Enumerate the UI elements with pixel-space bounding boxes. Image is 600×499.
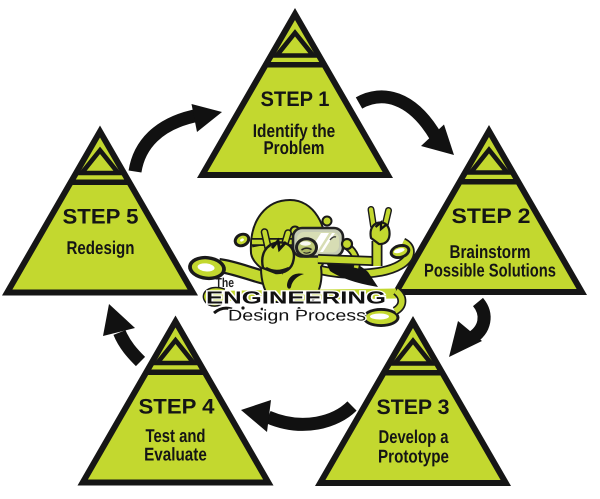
svg-text:STEP 3: STEP 3 <box>377 396 450 419</box>
svg-text:STEP 2: STEP 2 <box>452 205 531 228</box>
svg-text:Evaluate: Evaluate <box>144 444 207 465</box>
svg-text:ENGINEERING: ENGINEERING <box>206 288 386 308</box>
svg-text:Possible Solutions: Possible Solutions <box>424 260 556 281</box>
svg-text:Problem: Problem <box>264 137 325 158</box>
svg-text:Identify the: Identify the <box>253 120 336 141</box>
svg-text:STEP 1: STEP 1 <box>261 88 330 111</box>
svg-text:Brainstorm: Brainstorm <box>450 241 531 262</box>
svg-text:Test and: Test and <box>146 425 206 446</box>
svg-text:STEP 4: STEP 4 <box>139 396 215 419</box>
svg-text:Prototype: Prototype <box>378 446 449 467</box>
svg-text:Design Process: Design Process <box>228 308 366 325</box>
svg-text:Develop a: Develop a <box>379 426 450 447</box>
svg-text:STEP 5: STEP 5 <box>63 206 139 229</box>
svg-text:The: The <box>216 275 235 290</box>
svg-text:Redesign: Redesign <box>67 237 135 258</box>
